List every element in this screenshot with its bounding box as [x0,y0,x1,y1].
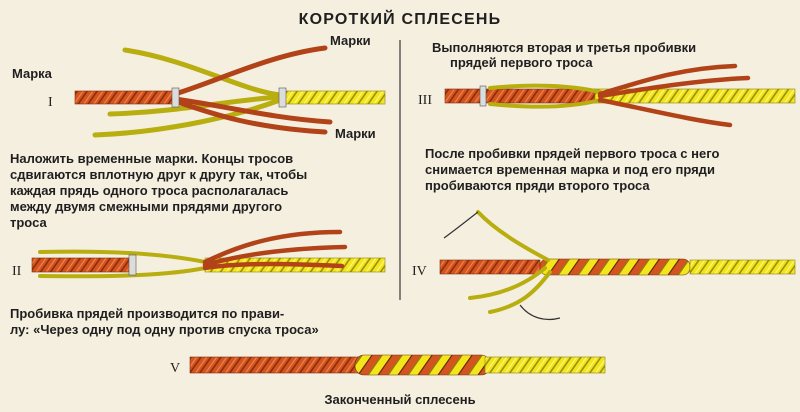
caption-line: Наложить временные марки. Концы тросов [10,151,293,166]
marker-label-left: Марка [12,66,53,81]
step-3-caption: Выполняются вторая и третья пробивки пря… [432,40,700,70]
caption-line: прядей первого троса [450,55,593,70]
rope-yellow [484,356,606,374]
rope-orange [189,356,361,374]
rope-orange [74,90,176,105]
marker-thread [443,211,479,239]
step-2-caption: Пробивка прядей производится по прави- л… [10,306,319,337]
caption-line: снимается временная марка и под его пряд… [425,162,715,177]
yellow-strand [92,97,283,138]
yellow-strand [38,249,207,264]
caption-line: Пробивка прядей производится по прави- [10,306,284,321]
yellow-strand [488,270,552,314]
step-2-figure: II [12,229,386,279]
caption-line: После пробивки прядей первого троса с не… [425,146,719,161]
step-4-numeral: IV [412,264,427,279]
yellow-strand [488,98,602,109]
step-5-caption: Законченный сплесень [324,392,475,407]
rope-yellow [689,259,796,275]
yellow-strand [468,266,547,300]
rope-orange [31,257,133,273]
step-4-caption: После пробивки прядей первого троса с не… [425,146,723,193]
step-3-numeral: III [418,93,432,108]
step-1-caption: Наложить временные марки. Концы тросов с… [10,151,311,230]
yellow-strand [122,47,283,98]
yellow-strand [38,266,207,279]
caption-line: троса [10,215,47,230]
rope-yellow [279,90,386,105]
orange-strand [597,97,733,128]
yellow-strand [488,83,602,94]
orange-strand [172,45,328,97]
rope-orange [444,88,596,104]
orange-strand [202,261,345,271]
caption-line: лу: «Через одну под одну против спуска т… [10,322,319,337]
marker-thread [519,304,561,321]
step-5-figure: V [170,354,606,376]
caption-line: пробиваются пряди второго троса [425,178,650,193]
caption-line: между двумя смежными прядями другого [10,199,282,214]
orange-strand [597,75,751,99]
marker-label-top: Марки [330,33,371,48]
rope-orange [439,259,541,275]
step-1-figure: I Марка Марки Марки [12,33,386,141]
temporary-marker [171,87,180,108]
caption-line: каждая прядь одного троса располагалась [10,183,288,198]
step-2-numeral: II [12,264,22,279]
orange-strand [202,244,348,268]
temporary-marker [128,254,137,276]
step-4-figure: IV [412,210,796,321]
yellow-strand [107,94,283,117]
step-3-figure: III [418,63,796,128]
caption-line: Выполняются вторая и третья пробивки [432,40,696,55]
marker-label-bottom: Марки [335,126,376,141]
rope-mixed-splice [354,354,491,376]
caption-line: сдвигаются вплотную друг к другу так, чт… [10,167,307,182]
diagram-title: КОРОТКИЙ СПЛЕСЕНЬ [299,9,502,28]
orange-strand [172,98,328,135]
orange-strand [202,229,343,265]
temporary-marker [479,85,487,107]
step-5-numeral: V [170,361,180,376]
rope-mixed-splice [539,258,691,276]
step-1-numeral: I [48,95,53,110]
orange-strand [597,63,738,97]
temporary-marker [278,87,287,108]
orange-strand [172,96,333,125]
rope-yellow [594,88,796,104]
yellow-strand [476,210,550,262]
